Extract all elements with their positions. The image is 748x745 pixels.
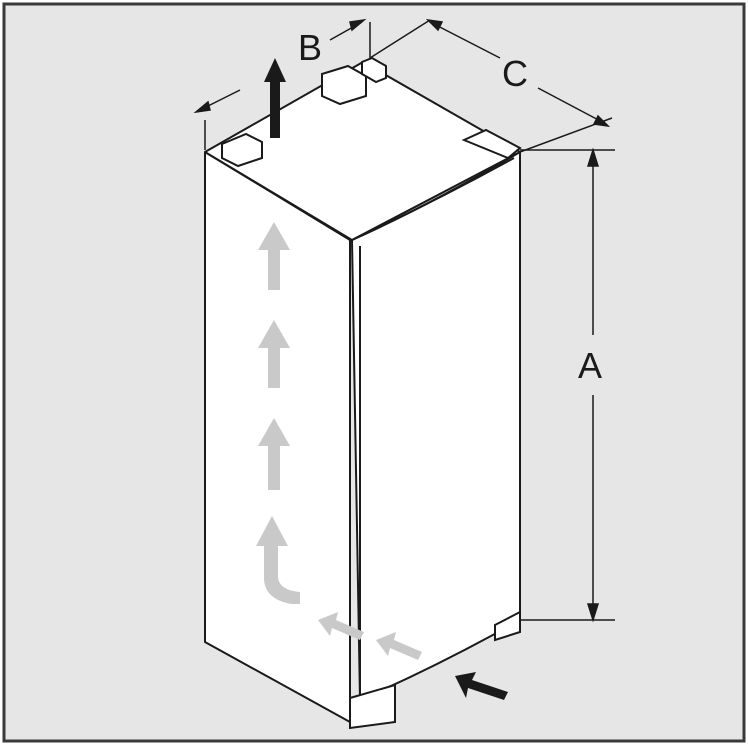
dimension-label-b: B — [298, 27, 322, 68]
diagonal-arrow-icon — [318, 612, 364, 640]
door-hinge — [461, 128, 522, 160]
right-foot — [494, 610, 521, 642]
diagonal-arrow-icon — [455, 672, 508, 700]
up-arrow-icon — [256, 516, 300, 604]
dimension-b-arrowhead — [349, 18, 367, 32]
dimension-c-line — [429, 21, 501, 59]
dimension-c-arrowhead — [592, 114, 611, 128]
up-arrow-icon — [264, 58, 286, 138]
dimension-b-arrowhead — [193, 100, 211, 114]
up-arrow-icon — [258, 320, 290, 388]
dimension-a-arrowhead — [586, 603, 600, 623]
dimension-a-arrowhead — [586, 147, 600, 167]
up-arrow-icon — [258, 418, 290, 490]
dimension-c-line — [537, 87, 607, 125]
cabinet-front-door — [351, 151, 521, 701]
dimension-lines — [193, 18, 615, 623]
left-spacer — [221, 132, 263, 168]
extension-line — [369, 19, 431, 59]
cabinet-feet — [349, 610, 521, 730]
door-top-rim — [351, 157, 515, 241]
up-arrow-icon — [258, 222, 290, 290]
dimension-label-a: A — [578, 345, 602, 386]
dimension-c-arrowhead — [425, 18, 444, 32]
diagonal-arrow-icon — [376, 632, 422, 660]
front-foot — [349, 683, 396, 730]
right-spacer — [361, 56, 387, 84]
dimension-label-c: C — [502, 53, 528, 94]
rear-spacer — [321, 64, 367, 106]
top-spacers — [221, 56, 522, 168]
airflow-arrows — [256, 222, 422, 660]
